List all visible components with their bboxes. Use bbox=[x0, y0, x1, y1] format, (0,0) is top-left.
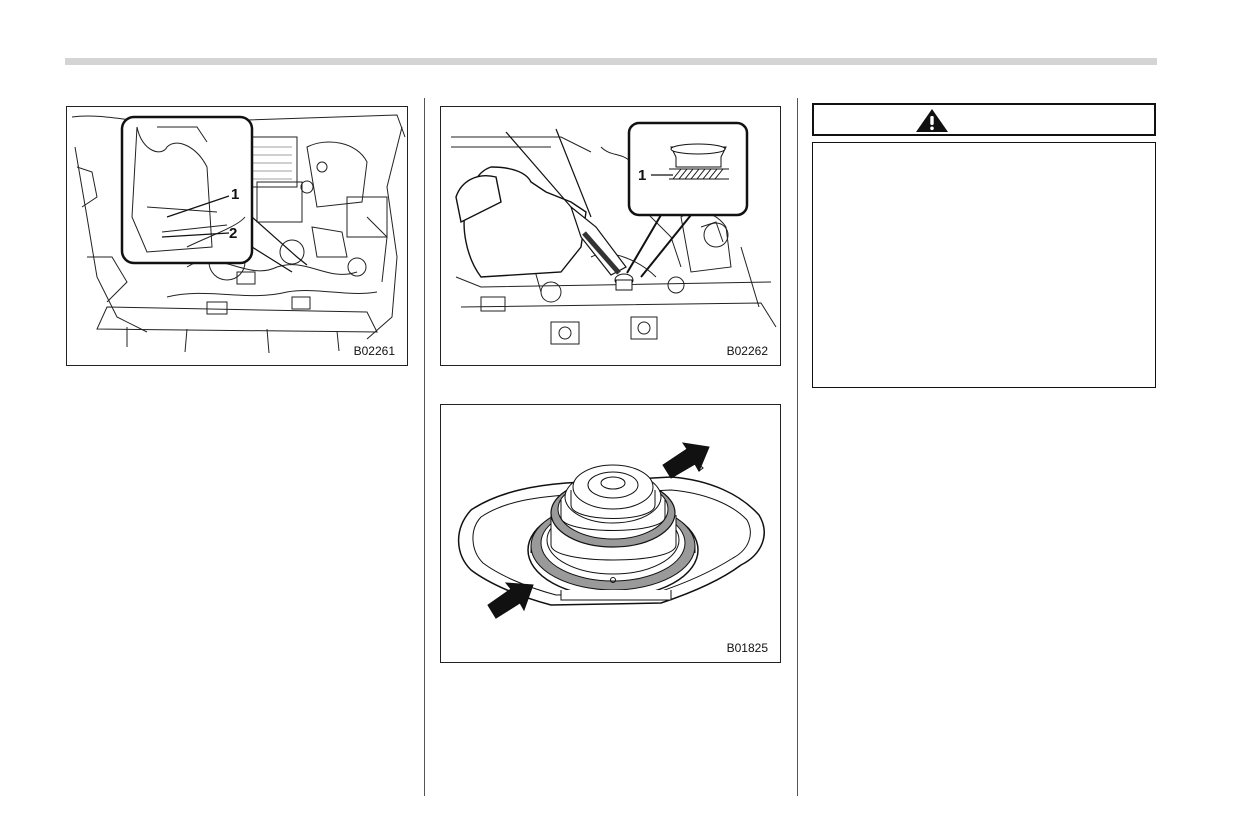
figure-code: B02261 bbox=[353, 344, 395, 358]
arrow-lower-left bbox=[487, 582, 534, 619]
engine-bay-reservoir-illustration: 1 2 bbox=[71, 114, 406, 354]
column-divider-right bbox=[797, 98, 798, 796]
figure-reservoir: 1 2 B02261 bbox=[66, 106, 408, 366]
figure-code: B01825 bbox=[726, 641, 768, 655]
warning-header bbox=[812, 103, 1156, 136]
warning-body bbox=[812, 142, 1156, 388]
engine-bay-refill-illustration: 1 bbox=[451, 121, 777, 345]
column-divider-left bbox=[424, 98, 425, 796]
callout-1: 1 bbox=[231, 186, 239, 203]
arrow-upper-right bbox=[662, 442, 710, 479]
radiator-cap-illustration bbox=[457, 442, 765, 619]
callout-2: 2 bbox=[229, 225, 237, 242]
warning-triangle-icon bbox=[916, 109, 948, 132]
figure-code: B02262 bbox=[726, 344, 768, 358]
figure-refill: 1 B02262 bbox=[440, 106, 781, 366]
top-rule bbox=[65, 58, 1157, 65]
callout-1: 1 bbox=[638, 167, 646, 184]
figure-radiator-cap: B01825 bbox=[440, 404, 781, 663]
